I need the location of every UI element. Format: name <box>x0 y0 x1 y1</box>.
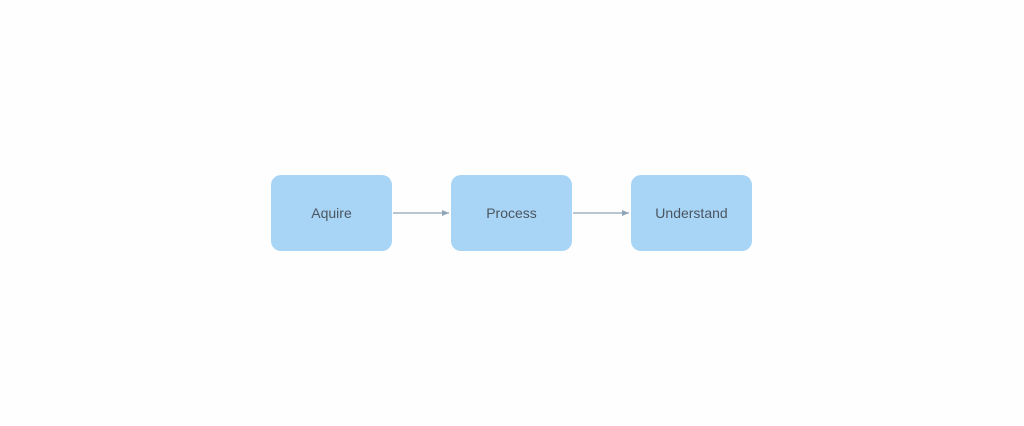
node-acquire[interactable]: Aquire <box>271 175 392 251</box>
node-label: Understand <box>655 205 728 221</box>
node-process[interactable]: Process <box>451 175 572 251</box>
node-understand[interactable]: Understand <box>631 175 752 251</box>
node-label: Aquire <box>311 205 352 221</box>
node-label: Process <box>486 205 537 221</box>
